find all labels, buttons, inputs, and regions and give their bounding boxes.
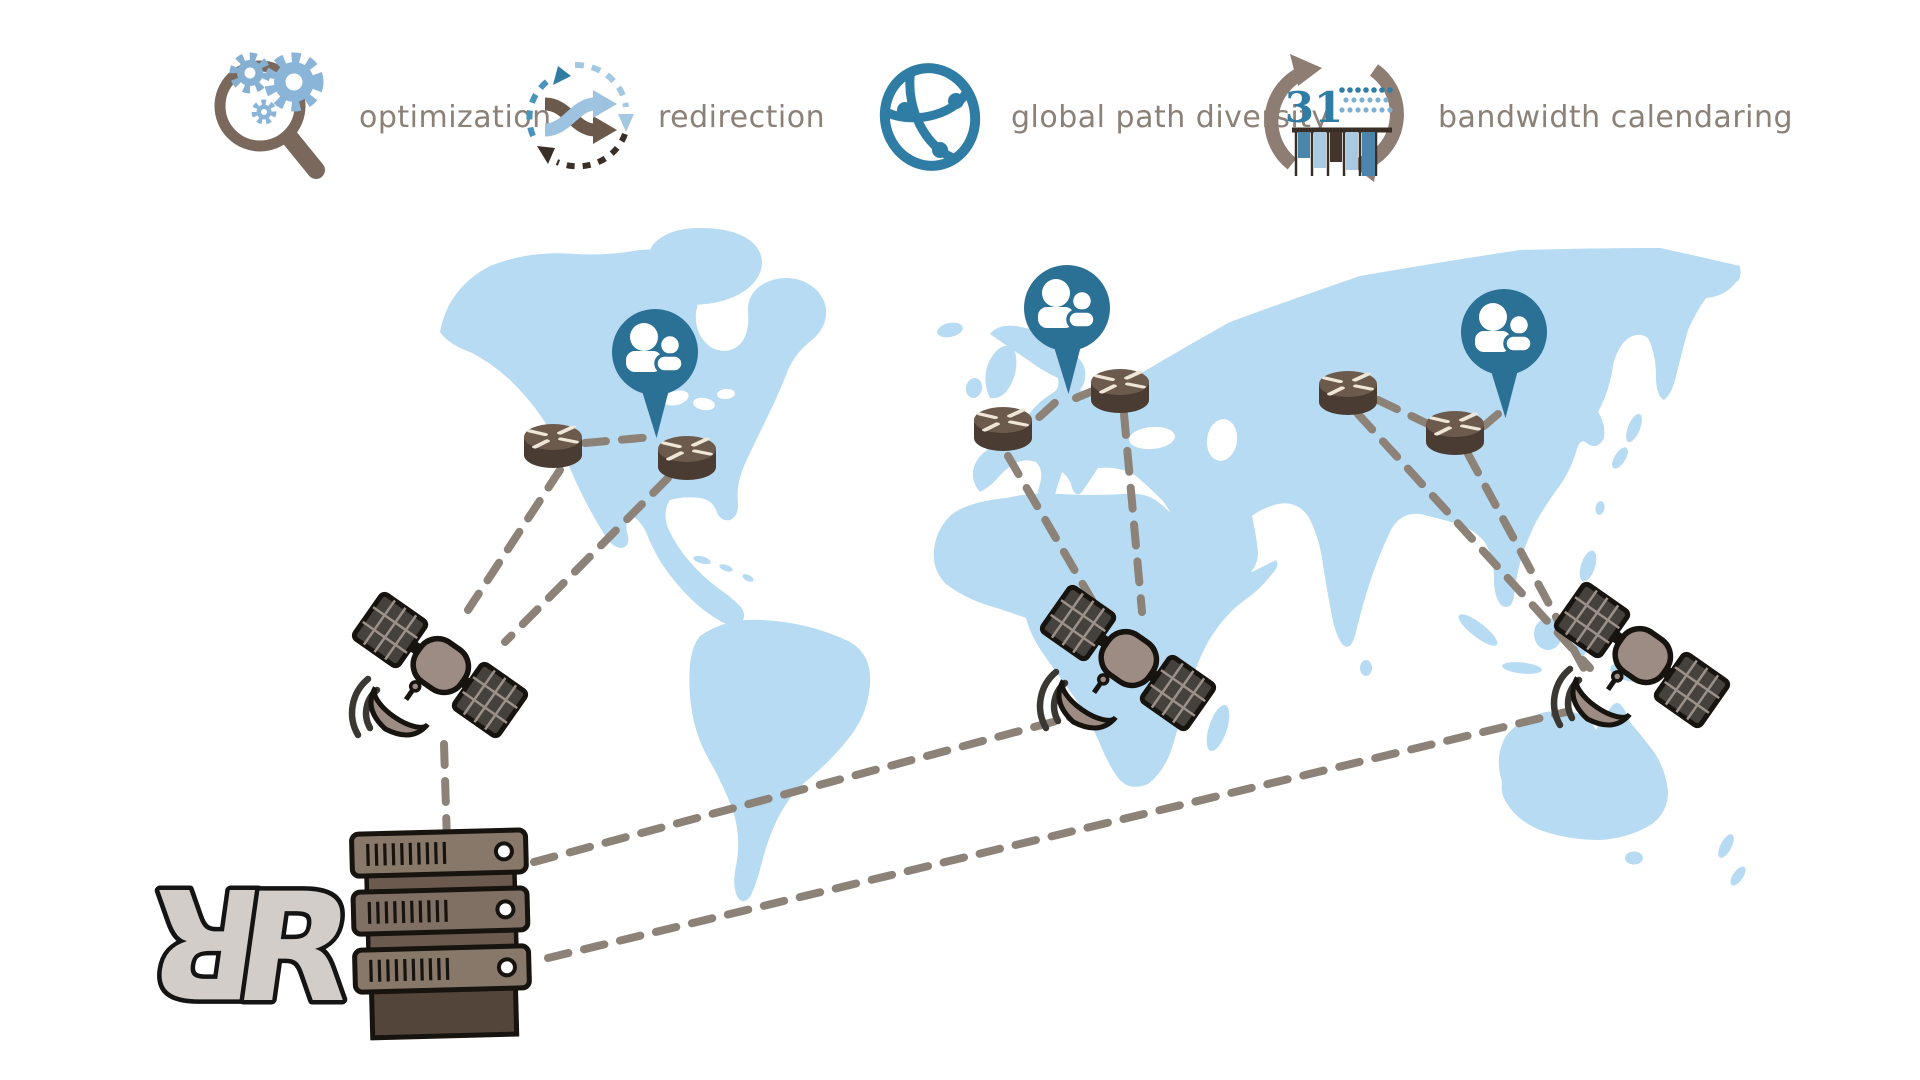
continent-australia (1498, 703, 1668, 840)
link-satellite-left-server (440, 740, 451, 846)
calendar-bars (1298, 132, 1375, 176)
link-server-satellite-right (544, 708, 1570, 962)
link-server-satellite-middle (530, 712, 1079, 866)
satellite-icon-left (352, 592, 528, 747)
calendar-day-number: 31 (1285, 83, 1343, 132)
island-greenland (646, 228, 762, 305)
router-icon-1 (524, 424, 582, 468)
link-router-f-satellite-right (1464, 450, 1592, 680)
router-icon-2 (658, 436, 716, 480)
island-britain (985, 345, 1017, 399)
link-router-a-router-b (581, 433, 656, 447)
link-router-a-satellite-left (464, 466, 564, 614)
legend-item-bandwidth-calendaring: 31 bandwidth calendaring (1252, 42, 1793, 192)
legend-item-redirection: redirection (515, 42, 825, 192)
calendar-cycle-icon: 31 (1264, 54, 1404, 182)
router-icon-6 (1426, 411, 1484, 455)
link-router-c-satellite-middle (1004, 452, 1096, 604)
calendar-bar-ticks (1294, 130, 1378, 176)
continent-eurasia (972, 248, 1741, 647)
link-router-e-satellite-right (1354, 410, 1594, 672)
gear-small (251, 99, 277, 125)
router-icon-3 (974, 407, 1032, 451)
gear-large (264, 52, 324, 112)
legend-label-bandwidth-calendaring: bandwidth calendaring (1438, 99, 1794, 135)
gear-medium (229, 52, 271, 94)
legend-label-optimization: optimization (359, 99, 552, 135)
link-router-d-satellite-middle (1120, 410, 1146, 616)
router-icon-4 (1091, 369, 1149, 413)
network-globe-icon (879, 62, 981, 171)
link-router-b-satellite-left (501, 474, 672, 646)
calendar-dots-rows-light (1339, 97, 1393, 113)
magnifier-gears-icon (214, 52, 325, 179)
link-router-f-pin-asia (1480, 410, 1502, 430)
shuffle-arrows-icon (526, 61, 634, 170)
server-rack-icon (349, 827, 532, 1041)
island-madagascar (1206, 705, 1230, 751)
company-logo: R R (132, 850, 370, 1041)
calendar-dots-row-dark (1339, 87, 1393, 93)
logo-letter-r: R (225, 861, 365, 1036)
legend-item-optimization: optimization (206, 42, 552, 192)
continent-south-america (689, 619, 871, 902)
link-router-e-router-f (1374, 396, 1432, 428)
server-leds (493, 841, 517, 978)
legend-label-redirection: redirection (658, 99, 826, 135)
server-vents (366, 841, 450, 982)
router-icon-5 (1319, 371, 1377, 415)
network-links (440, 384, 1594, 962)
